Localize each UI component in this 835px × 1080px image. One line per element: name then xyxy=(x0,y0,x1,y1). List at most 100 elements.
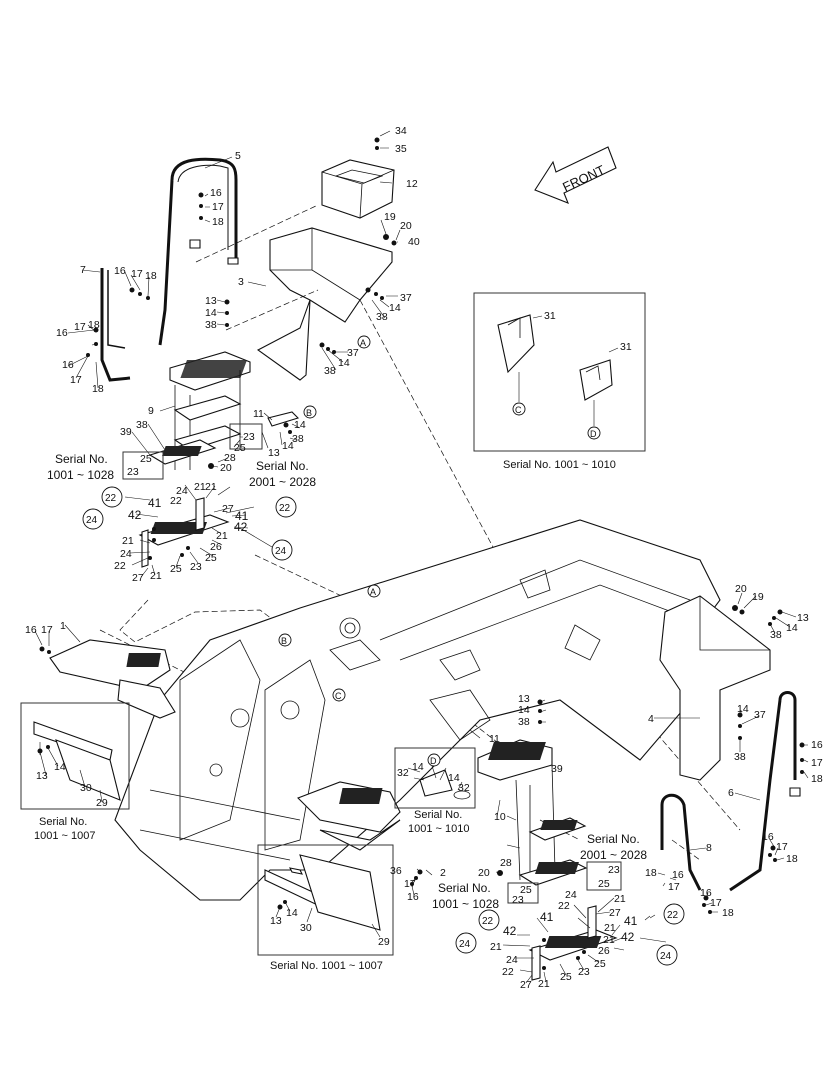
callout-7: 7 xyxy=(80,264,86,276)
callout-25: 25 xyxy=(598,878,610,890)
left-box xyxy=(20,702,130,810)
serial-top-right-2: 2001 ~ 2028 xyxy=(249,475,316,489)
ref-A: A xyxy=(360,338,366,348)
box-23-25-top xyxy=(229,423,263,450)
callout-16: 16 xyxy=(762,831,774,843)
callout-20: 20 xyxy=(478,867,490,879)
callout-25: 25 xyxy=(170,563,182,575)
callout-27: 27 xyxy=(222,503,234,515)
ref-22: 22 xyxy=(482,916,494,927)
leader-lines xyxy=(34,130,809,984)
serial-right-a-2: 2001 ~ 2028 xyxy=(580,848,647,862)
serial-mid-box-1: Serial No. xyxy=(414,809,462,821)
callout-18: 18 xyxy=(212,216,224,228)
callout-14: 14 xyxy=(282,440,294,452)
callout-38: 38 xyxy=(376,311,388,323)
callout-25: 25 xyxy=(594,958,606,970)
callout-26: 26 xyxy=(210,541,222,553)
serial-top-left-2: 1001 ~ 1028 xyxy=(47,468,114,482)
serial-right-b-1: Serial No. xyxy=(438,881,491,895)
mid-box-parts xyxy=(419,769,471,800)
ref-B: B xyxy=(306,408,312,418)
top-assembly xyxy=(100,157,395,568)
callout-8: 8 xyxy=(706,842,712,854)
callout-27: 27 xyxy=(132,572,144,584)
step-grate-top xyxy=(180,360,247,378)
callout-30: 30 xyxy=(300,922,312,934)
ref-A: A xyxy=(370,587,376,597)
callout-41: 41 xyxy=(235,509,249,523)
callout-23: 23 xyxy=(512,894,524,906)
callout-18: 18 xyxy=(786,853,798,865)
callout-21: 21 xyxy=(604,922,616,934)
bottom-box xyxy=(257,844,394,956)
serial-inset-cd: Serial No. 1001 ~ 1010 xyxy=(503,459,616,471)
ref-B: B xyxy=(281,636,287,646)
callout-42: 42 xyxy=(621,930,635,944)
callout-29: 29 xyxy=(378,936,390,948)
callout-32: 32 xyxy=(397,767,409,779)
serial-right-b-2: 1001 ~ 1028 xyxy=(432,897,499,911)
box-23-25-right xyxy=(586,861,622,891)
callout-17: 17 xyxy=(41,624,53,636)
callout-17: 17 xyxy=(776,841,788,853)
callout-37: 37 xyxy=(347,347,359,359)
callout-13: 13 xyxy=(205,295,217,307)
callout-22: 22 xyxy=(114,560,126,572)
ref-22: 22 xyxy=(105,493,117,504)
callout-24: 24 xyxy=(120,548,132,560)
callout-17: 17 xyxy=(74,321,86,333)
ref-24: 24 xyxy=(660,951,672,962)
callout-19: 19 xyxy=(752,591,764,603)
callout-25: 25 xyxy=(234,442,246,454)
callout-36: 36 xyxy=(390,865,402,877)
callout-12: 12 xyxy=(406,178,418,190)
serial-top-right-1: Serial No. xyxy=(256,459,309,473)
callout-39: 39 xyxy=(120,426,132,438)
callout-27: 27 xyxy=(520,979,532,991)
serial-mid-box-2: 1001 ~ 1010 xyxy=(408,823,469,835)
callout-17: 17 xyxy=(710,897,722,909)
callout-18: 18 xyxy=(722,907,734,919)
callout-31: 31 xyxy=(544,310,556,322)
callout-14: 14 xyxy=(54,761,66,773)
callout-14: 14 xyxy=(286,907,298,919)
callout-38: 38 xyxy=(205,319,217,331)
serial-notes: Serial No. 1001 ~ 1028 Serial No. 2001 ~… xyxy=(34,452,647,972)
callout-16: 16 xyxy=(56,327,68,339)
callout-21: 21 xyxy=(122,535,134,547)
callout-23: 23 xyxy=(127,466,139,478)
callout-21: 21 xyxy=(538,978,550,990)
ref-22: 22 xyxy=(279,503,291,514)
callout-42: 42 xyxy=(234,520,248,534)
callout-labels: 34 35 12 5 19 20 40 16 17 18 3 7 16 17 1… xyxy=(25,125,823,991)
callout-13: 13 xyxy=(268,447,280,459)
serial-left-box-1: Serial No. xyxy=(39,816,87,828)
callout-25: 25 xyxy=(560,971,572,983)
serial-right-a-1: Serial No. xyxy=(587,832,640,846)
callout-13: 13 xyxy=(270,915,282,927)
ref-D: D xyxy=(590,429,597,439)
serial-bottom-box: Serial No. 1001 ~ 1007 xyxy=(270,960,383,972)
callout-6: 6 xyxy=(728,787,734,799)
callout-14: 14 xyxy=(448,772,460,784)
callout-14: 14 xyxy=(338,357,350,369)
callout-41: 41 xyxy=(540,910,554,924)
callout-22: 22 xyxy=(170,495,182,507)
callout-23: 23 xyxy=(243,431,255,443)
callout-18: 18 xyxy=(645,867,657,879)
callout-21: 21 xyxy=(603,934,615,946)
box-23-25-left xyxy=(122,451,164,480)
callout-21: 21 xyxy=(205,481,217,493)
callout-5: 5 xyxy=(235,150,241,162)
callout-21: 21 xyxy=(490,941,502,953)
left-box-parts xyxy=(33,721,121,801)
callout-23: 23 xyxy=(578,966,590,978)
callout-17: 17 xyxy=(811,757,823,769)
callout-30: 30 xyxy=(80,782,92,794)
inset-cd xyxy=(497,314,619,426)
callout-14: 14 xyxy=(389,302,401,314)
callout-13: 13 xyxy=(36,770,48,782)
callout-14: 14 xyxy=(737,703,749,715)
